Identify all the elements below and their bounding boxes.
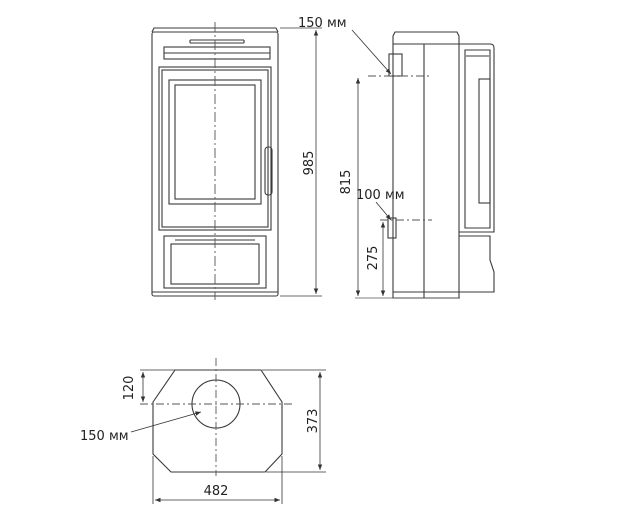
back-flue-label: 100 мм: [356, 188, 405, 203]
plan-offset-label: 120: [122, 376, 137, 401]
plan-flue-leader: [130, 411, 202, 433]
side-door-profile: [459, 43, 495, 233]
back-flue-leader: [375, 201, 392, 221]
side-view: [387, 31, 495, 299]
plan-outline: [152, 369, 283, 473]
plan-width-label: 482: [204, 484, 229, 499]
plan-offset-dimension: [140, 369, 175, 402]
back-flue-outlet: [387, 217, 397, 239]
plan-flue-label: 150 мм: [80, 429, 129, 444]
front-height-dimension: [280, 27, 322, 297]
top-flue-leader: [351, 29, 392, 75]
front-height-label: 985: [302, 151, 317, 176]
back-outlet-height-label: 275: [366, 246, 381, 271]
plan-depth-label: 373: [306, 409, 321, 434]
top-flue-outlet: [388, 53, 403, 77]
side-body-outline: [392, 31, 460, 299]
plan-depth-dimension: [262, 369, 326, 473]
door-handle: [264, 146, 273, 196]
top-outlet-height-label: 815: [339, 170, 354, 195]
top-flue-label: 150 мм: [298, 16, 347, 31]
plan-width-dimension: [152, 456, 283, 504]
